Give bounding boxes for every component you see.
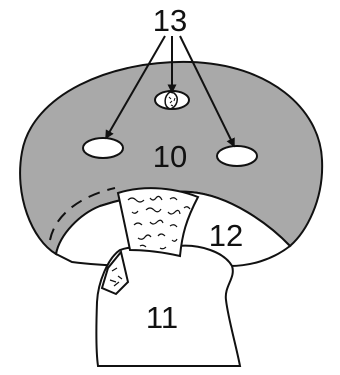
arrow-to-left-pore — [105, 35, 166, 140]
torn-tissue — [116, 187, 200, 258]
dashed-edge — [49, 187, 116, 241]
right-pore — [216, 145, 258, 167]
arrow-to-right-pore — [179, 35, 235, 148]
stem-flap-texture — [109, 267, 123, 287]
label-13: 13 — [153, 3, 187, 38]
top-pore-texture — [168, 96, 176, 107]
stem-flap — [100, 249, 130, 296]
label-10: 10 — [153, 139, 187, 174]
torn-tissue-texture — [127, 195, 191, 250]
label-11: 11 — [146, 300, 178, 335]
left-pore — [82, 137, 124, 159]
top-pore-interior — [164, 91, 178, 110]
label-12: 12 — [209, 218, 243, 253]
